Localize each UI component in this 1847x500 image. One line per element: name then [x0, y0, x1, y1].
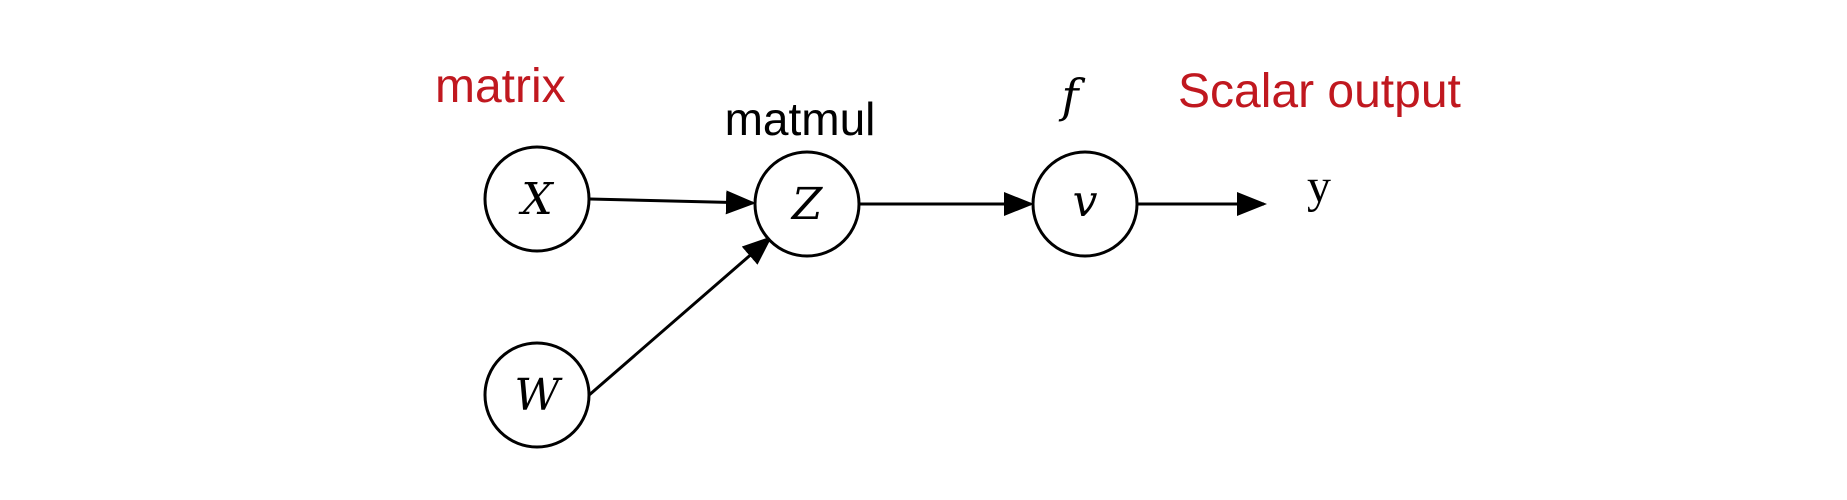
node-v: v: [1031, 150, 1139, 258]
output-label-y: y: [1307, 160, 1331, 213]
annotation-scalar-output: Scalar output: [1178, 65, 1461, 118]
node-x-label: X: [518, 174, 554, 225]
node-z-label: Z: [790, 179, 824, 230]
node-w-label: W: [514, 370, 563, 421]
node-w: W: [483, 341, 591, 449]
node-v-label: v: [1073, 176, 1098, 227]
edge-x-to-z: [589, 190, 756, 215]
node-x: X: [483, 145, 591, 253]
annotation-matrix: matrix: [435, 60, 566, 113]
annotation-f: f: [1058, 69, 1085, 123]
annotation-matmul: matmul: [725, 93, 876, 145]
node-z: Z: [753, 150, 861, 258]
edge-w-to-z: [587, 236, 773, 398]
